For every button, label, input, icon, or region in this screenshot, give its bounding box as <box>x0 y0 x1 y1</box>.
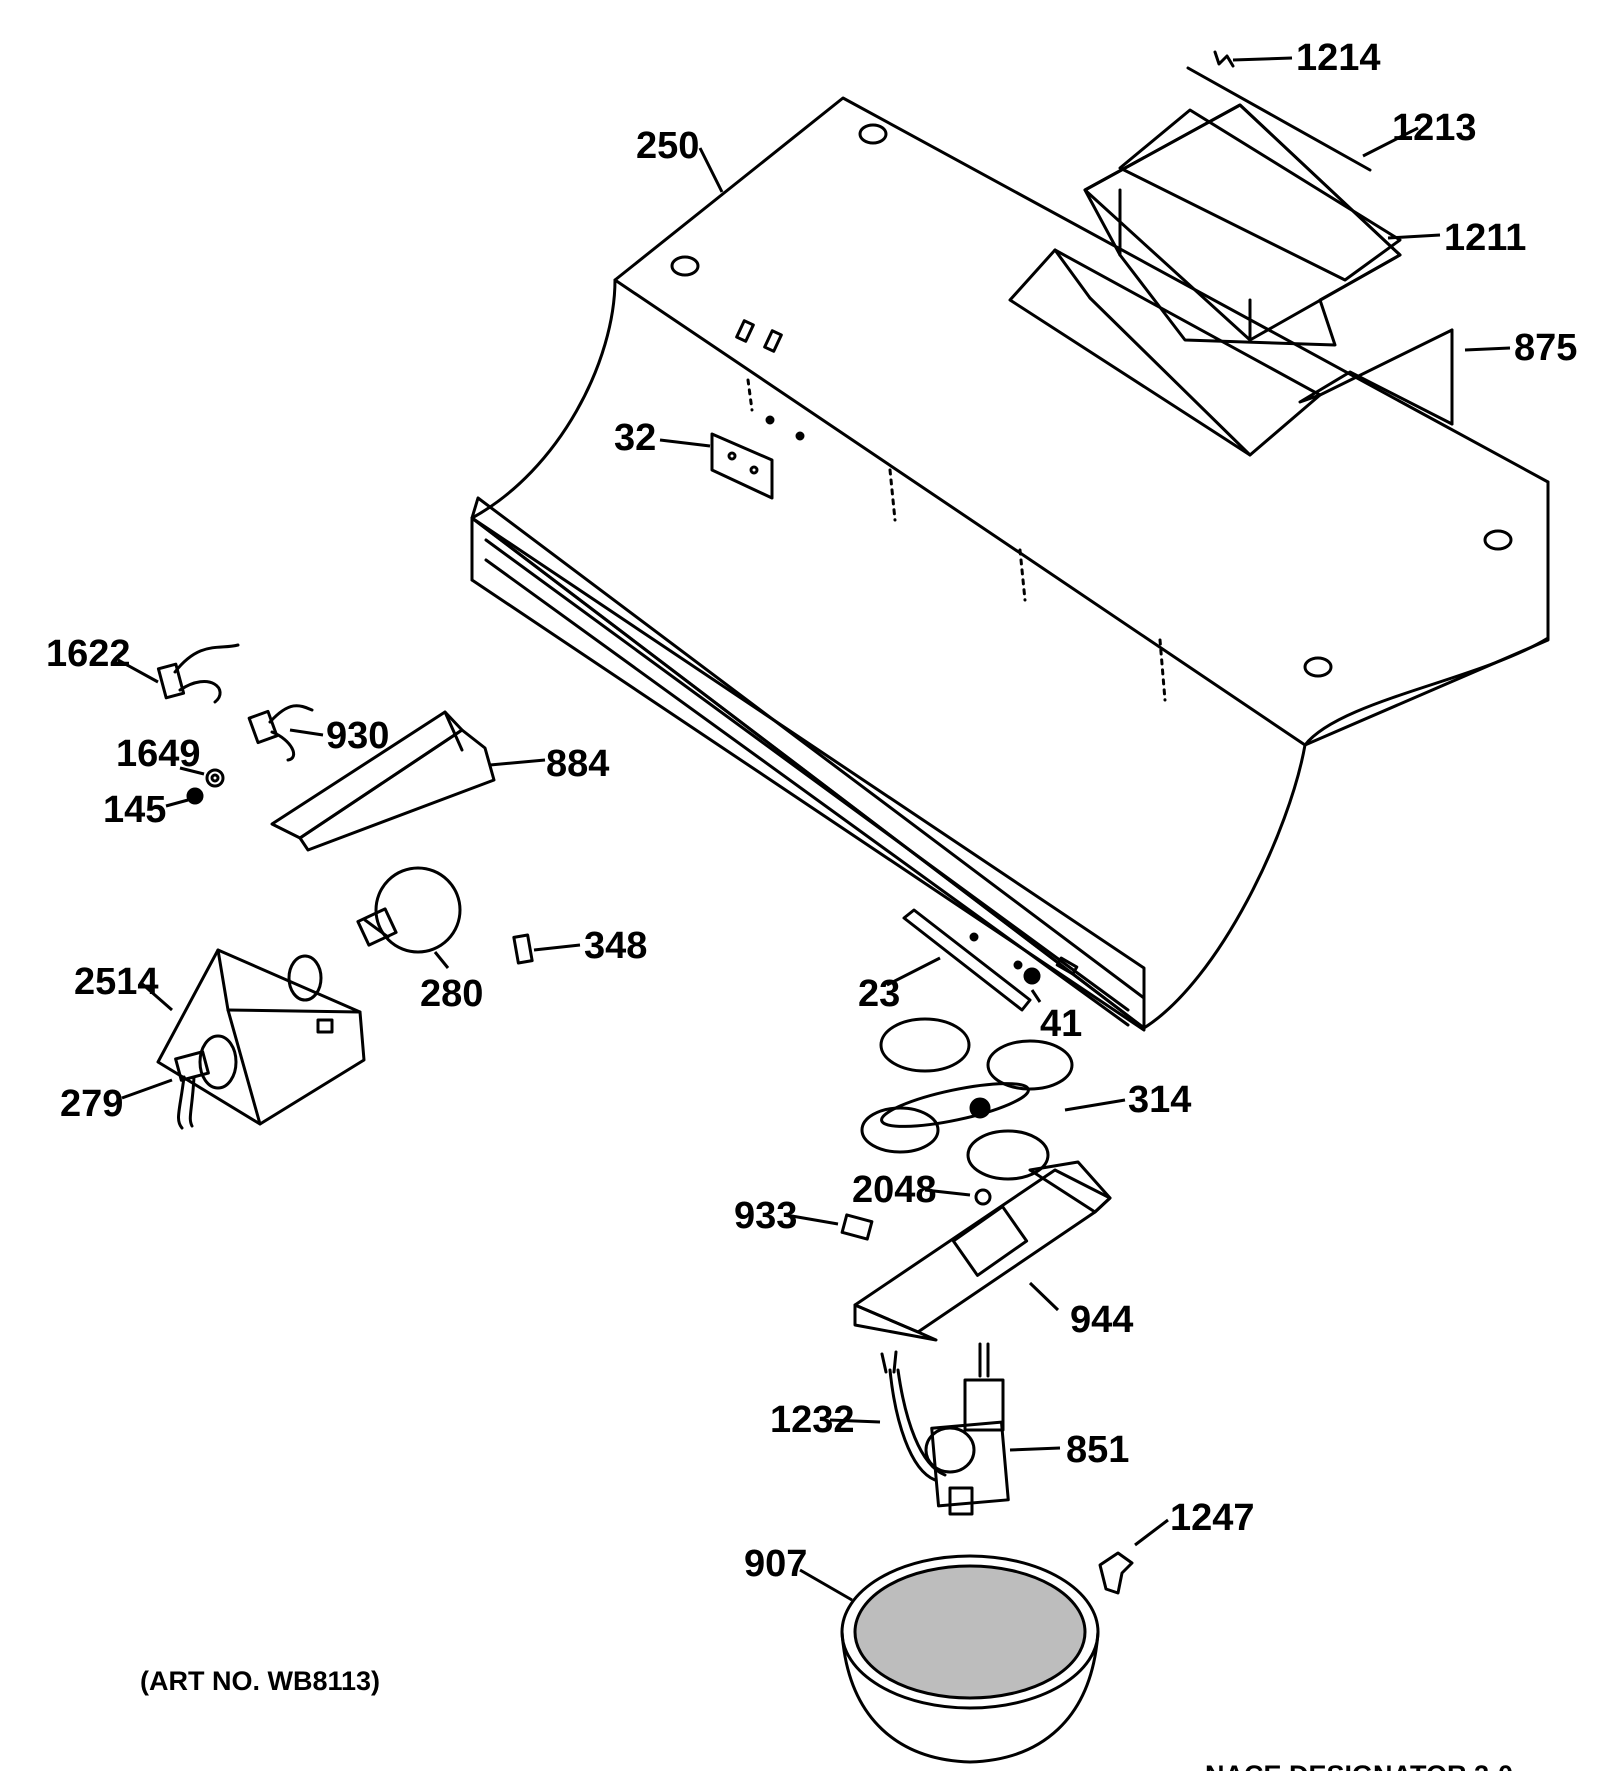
callout-41: 41 <box>1040 1003 1082 1045</box>
duct-bracket <box>1298 328 1454 426</box>
damper-door <box>1118 108 1402 282</box>
callout-23: 23 <box>858 973 900 1015</box>
callout-1232: 1232 <box>770 1399 855 1441</box>
footer-text-fragment: NACE DESIGNATOR 2-0 <box>1205 1760 1513 1771</box>
callout-2514: 2514 <box>74 961 159 1003</box>
callout-1213: 1213 <box>1392 107 1477 149</box>
callout-314: 314 <box>1128 1079 1191 1121</box>
damper-spring <box>1213 50 1235 68</box>
motor-bracket-944 <box>853 1160 1112 1342</box>
callout-1649: 1649 <box>116 733 201 775</box>
callout-875: 875 <box>1514 327 1577 369</box>
motor-851 <box>924 1342 1010 1516</box>
damper-rod <box>1186 66 1372 172</box>
callout-930: 930 <box>326 715 389 757</box>
washer-1649 <box>205 768 225 788</box>
switch-930 <box>247 704 314 762</box>
spring-nut-2048 <box>974 1188 992 1206</box>
control-panel-884 <box>270 710 496 852</box>
callout-1211: 1211 <box>1444 217 1526 259</box>
callout-1247: 1247 <box>1170 1497 1255 1539</box>
clip-348 <box>512 933 534 965</box>
callout-851: 851 <box>1066 1429 1129 1471</box>
callout-250: 250 <box>636 125 699 167</box>
lamp-socket-279 <box>174 1050 210 1130</box>
art-number: (ART NO. WB8113) <box>140 1666 380 1696</box>
switch-1622 <box>156 643 240 704</box>
clip-1247 <box>1098 1551 1134 1595</box>
fan-blade-314 <box>860 1017 1074 1181</box>
leader-lines <box>117 56 1511 1602</box>
screw-41 <box>1023 967 1041 985</box>
callout-907: 907 <box>744 1543 807 1585</box>
nameplate <box>710 432 774 500</box>
light-housing-2514 <box>156 948 366 1126</box>
filter-cover-23 <box>902 908 1032 1012</box>
callout-944: 944 <box>1070 1299 1133 1341</box>
callout-348: 348 <box>584 925 647 967</box>
callout-32: 32 <box>614 417 656 459</box>
callout-labels: 250 1214 1213 1211 875 32 1622 930 1649 … <box>46 37 1577 1585</box>
light-bulb-280 <box>356 866 462 954</box>
callout-145: 145 <box>103 789 166 831</box>
callout-2048: 2048 <box>852 1169 937 1211</box>
grease-filter-907 <box>840 1554 1100 1764</box>
hood-housing <box>470 96 1550 1032</box>
callout-933: 933 <box>734 1195 797 1237</box>
nut-145 <box>186 787 204 805</box>
callout-279: 279 <box>60 1083 123 1125</box>
damper-box <box>1083 103 1402 347</box>
callout-1214: 1214 <box>1296 37 1381 79</box>
callout-884: 884 <box>546 743 609 785</box>
callout-280: 280 <box>420 973 483 1015</box>
clip-933 <box>840 1213 874 1241</box>
callout-1622: 1622 <box>46 633 131 675</box>
wire-harness-1232 <box>880 1350 947 1482</box>
